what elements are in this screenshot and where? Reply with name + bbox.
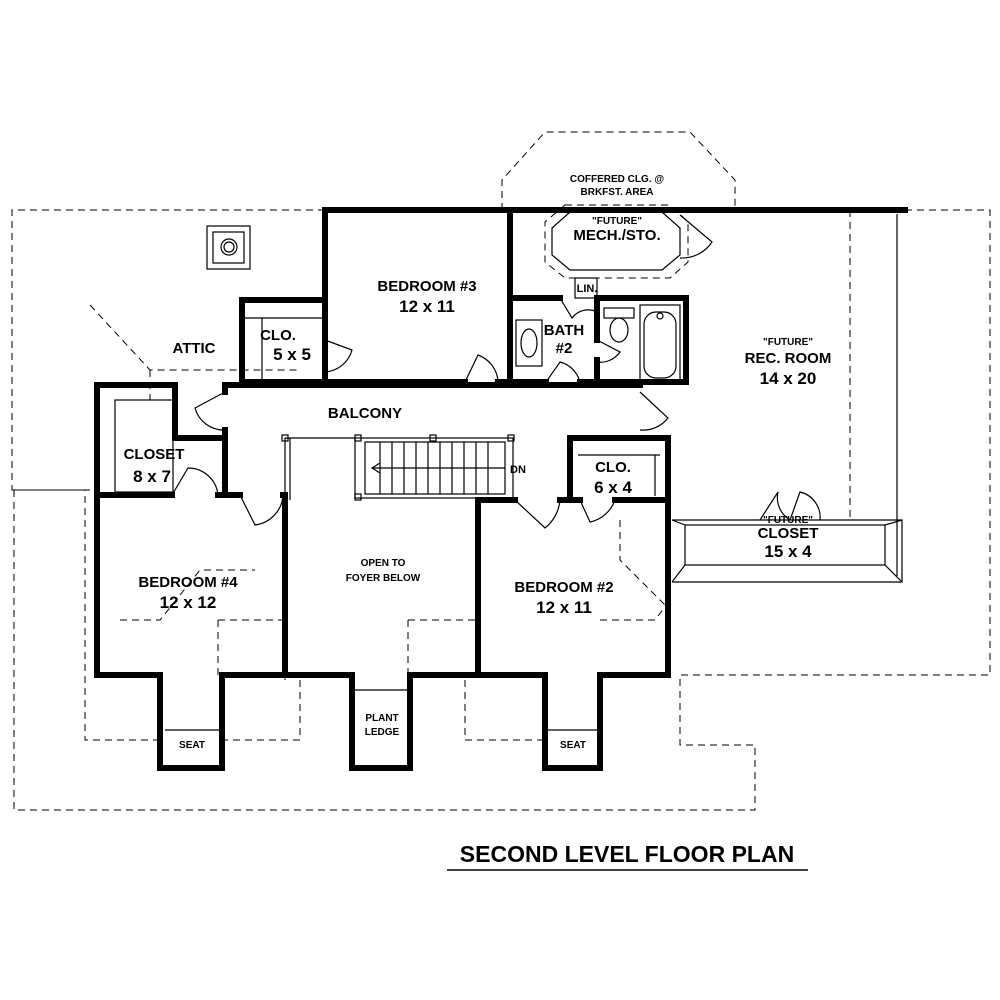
bath2-number: #2 <box>556 340 573 357</box>
plant-ledge-line2: LEDGE <box>365 727 400 738</box>
closet87-size: 8 x 7 <box>133 467 171 486</box>
rec-size: 14 x 20 <box>760 369 817 388</box>
bedroom4-name: BEDROOM #4 <box>138 574 238 591</box>
interior-thin-lines <box>114 204 903 731</box>
balcony-label: BALCONY <box>328 405 402 422</box>
plant-ledge-line1: PLANT <box>365 713 398 724</box>
coffered-line1: COFFERED CLG. @ <box>570 174 664 185</box>
linen-label: LIN. <box>577 283 598 295</box>
rec-note: "FUTURE" <box>763 337 813 348</box>
stair-down-label: DN <box>510 464 526 476</box>
open-foyer-line1: OPEN TO <box>361 558 406 569</box>
mech-name: MECH./STO. <box>573 227 660 244</box>
bedroom2-size: 12 x 11 <box>536 598 592 617</box>
closet87-name: CLOSET <box>124 446 185 463</box>
clo-small-name: CLO. <box>260 327 296 344</box>
clo-small-size: 5 x 5 <box>273 345 311 364</box>
rec-name: REC. ROOM <box>745 350 832 367</box>
open-foyer-line2: FOYER BELOW <box>346 573 421 584</box>
bedroom4-size: 12 x 12 <box>160 593 217 612</box>
future-closet-note: "FUTURE" <box>763 515 813 526</box>
clo64-name: CLO. <box>595 459 631 476</box>
mech-note: "FUTURE" <box>592 216 642 227</box>
bedroom3-name: BEDROOM #3 <box>377 278 476 295</box>
bedroom3-size: 12 x 11 <box>399 297 455 316</box>
seat-right-label: SEAT <box>560 740 586 751</box>
future-closet-name: CLOSET <box>758 525 819 542</box>
bedroom2-name: BEDROOM #2 <box>514 579 613 596</box>
bath2-name: BATH <box>544 322 585 339</box>
coffered-line2: BRKFST. AREA <box>581 187 654 198</box>
future-closet-size: 15 x 4 <box>764 542 812 561</box>
door-swings <box>171 214 821 529</box>
attic-label: ATTIC <box>172 340 215 357</box>
seat-left-label: SEAT <box>179 740 205 751</box>
clo64-size: 6 x 4 <box>594 478 632 497</box>
walls <box>94 207 908 771</box>
plan-title: SECOND LEVEL FLOOR PLAN <box>460 841 794 867</box>
